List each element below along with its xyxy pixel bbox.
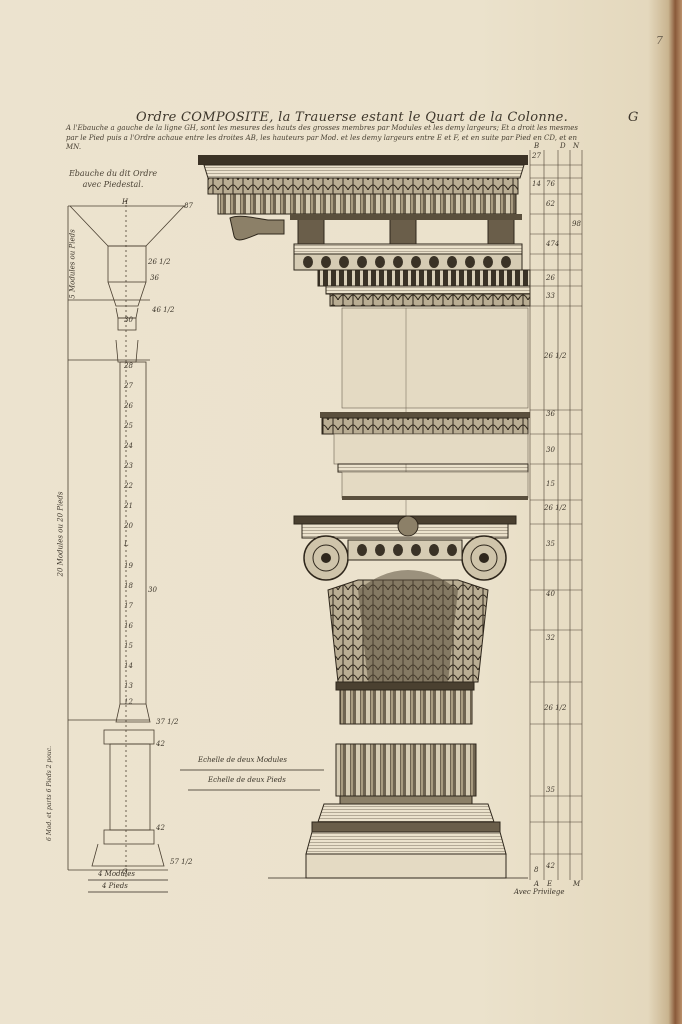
letter-n: N — [573, 142, 580, 150]
measurement-scale — [529, 150, 583, 880]
scale-number: 33 — [546, 292, 555, 300]
sketch-number: 46 1/2 — [152, 306, 175, 314]
scale-number: 26 1/2 — [544, 352, 567, 360]
scale-number: 26 — [546, 274, 555, 282]
scale-number: 40 — [546, 590, 555, 598]
sketch-number: 30 — [124, 316, 133, 324]
letter-e: E — [547, 880, 553, 888]
column-elevation — [198, 155, 531, 879]
scale-number: 26 1/2 — [544, 504, 567, 512]
sketch-number: 21 — [124, 502, 133, 510]
plate-description: A l'Ebauche a gauche de la ligne GH, son… — [66, 124, 579, 151]
letter-a: A — [534, 880, 540, 888]
side-label-bottom: 6 Mod. et parts 6 Pieds 2 pouc. — [46, 745, 54, 842]
sketch-number: 19 — [124, 562, 133, 570]
sketch-number: 27 — [124, 382, 133, 390]
sketch-title: Ebauche du dit Ordre avec Piedestal. — [68, 169, 158, 189]
scale-number: 32 — [546, 634, 555, 642]
letter-m: M — [573, 880, 581, 888]
sketch-number: 24 — [124, 442, 133, 450]
sketch-scale-modules: 4 Modules — [98, 870, 136, 878]
scale-number: 8 — [534, 866, 539, 874]
scale-number: 98 — [572, 220, 581, 228]
sketch-number: 16 — [124, 622, 133, 630]
plate-title-text: Ordre COMPOSITE, la Trauerse estant le Q… — [136, 110, 569, 125]
sketch-number: 25 — [124, 422, 133, 430]
scale-number: 474 — [546, 240, 560, 248]
sketch-number: 26 — [124, 402, 133, 410]
scale-modules-label: Echelle de deux Modules — [198, 756, 288, 764]
sketch-number: 42 — [156, 824, 165, 832]
sketch-number: 28 — [124, 362, 133, 370]
side-label-shaft: 20 Modules ou 20 Pieds — [56, 491, 65, 577]
scale-number: 14 — [532, 180, 541, 188]
scale-number: 42 — [546, 862, 555, 870]
letter-b: B — [534, 142, 540, 150]
plate-title: Ordre COMPOSITE, la Trauerse estant le Q… — [136, 110, 639, 125]
scale-ticks — [530, 164, 582, 855]
sketch-number: 20 — [124, 522, 133, 530]
sketch-number: 22 — [124, 482, 133, 490]
engraved-plate: Ordre COMPOSITE, la Trauerse estant le Q… — [46, 110, 638, 900]
scale-number: 36 — [546, 410, 555, 418]
letter-g: G — [122, 868, 128, 876]
sketch-number: 17 — [124, 602, 133, 610]
sketch-number: 13 — [124, 682, 133, 690]
scale-number: 15 — [546, 480, 555, 488]
scale-number: 27 — [532, 152, 541, 160]
sketch-scale-feet: 4 Pieds — [102, 882, 128, 890]
letter-l: L — [124, 540, 129, 548]
scale-number: 35 — [546, 540, 555, 548]
sketch-number: 57 1/2 — [170, 858, 193, 866]
sketch-number: 14 — [124, 662, 133, 670]
side-label-top: 5 Modules ou Pieds — [68, 229, 77, 299]
scale-bars — [88, 769, 324, 893]
plate-corner-letter: G — [628, 110, 639, 125]
sketch-number: 36 — [150, 274, 159, 282]
sketch-number: 12 — [124, 698, 133, 706]
scale-number: 30 — [546, 446, 555, 454]
letter-d: D — [560, 142, 566, 150]
engraving-drawing — [67, 150, 583, 893]
letter-h: H — [122, 198, 129, 206]
page-number: 7 — [656, 34, 663, 47]
sketch-number: 37 1/2 — [156, 718, 179, 726]
sketch-number: 18 — [124, 582, 133, 590]
sketch-number: 42 — [156, 740, 165, 748]
scale-feet-label: Echelle de deux Pieds — [208, 776, 286, 784]
scale-number: 76 — [546, 180, 555, 188]
pedestal-sketch — [67, 200, 186, 880]
sketch-number: 26 1/2 — [148, 258, 171, 266]
scale-number: 35 — [546, 786, 555, 794]
sketch-number: 30 — [148, 586, 157, 594]
sketch-number: 23 — [124, 462, 133, 470]
sketch-number: 15 — [124, 642, 133, 650]
privilege-note: Avec Privilege — [514, 888, 565, 896]
scale-number: 26 1/2 — [544, 704, 567, 712]
scale-number: 62 — [546, 200, 555, 208]
sketch-number: 87 — [184, 202, 193, 210]
